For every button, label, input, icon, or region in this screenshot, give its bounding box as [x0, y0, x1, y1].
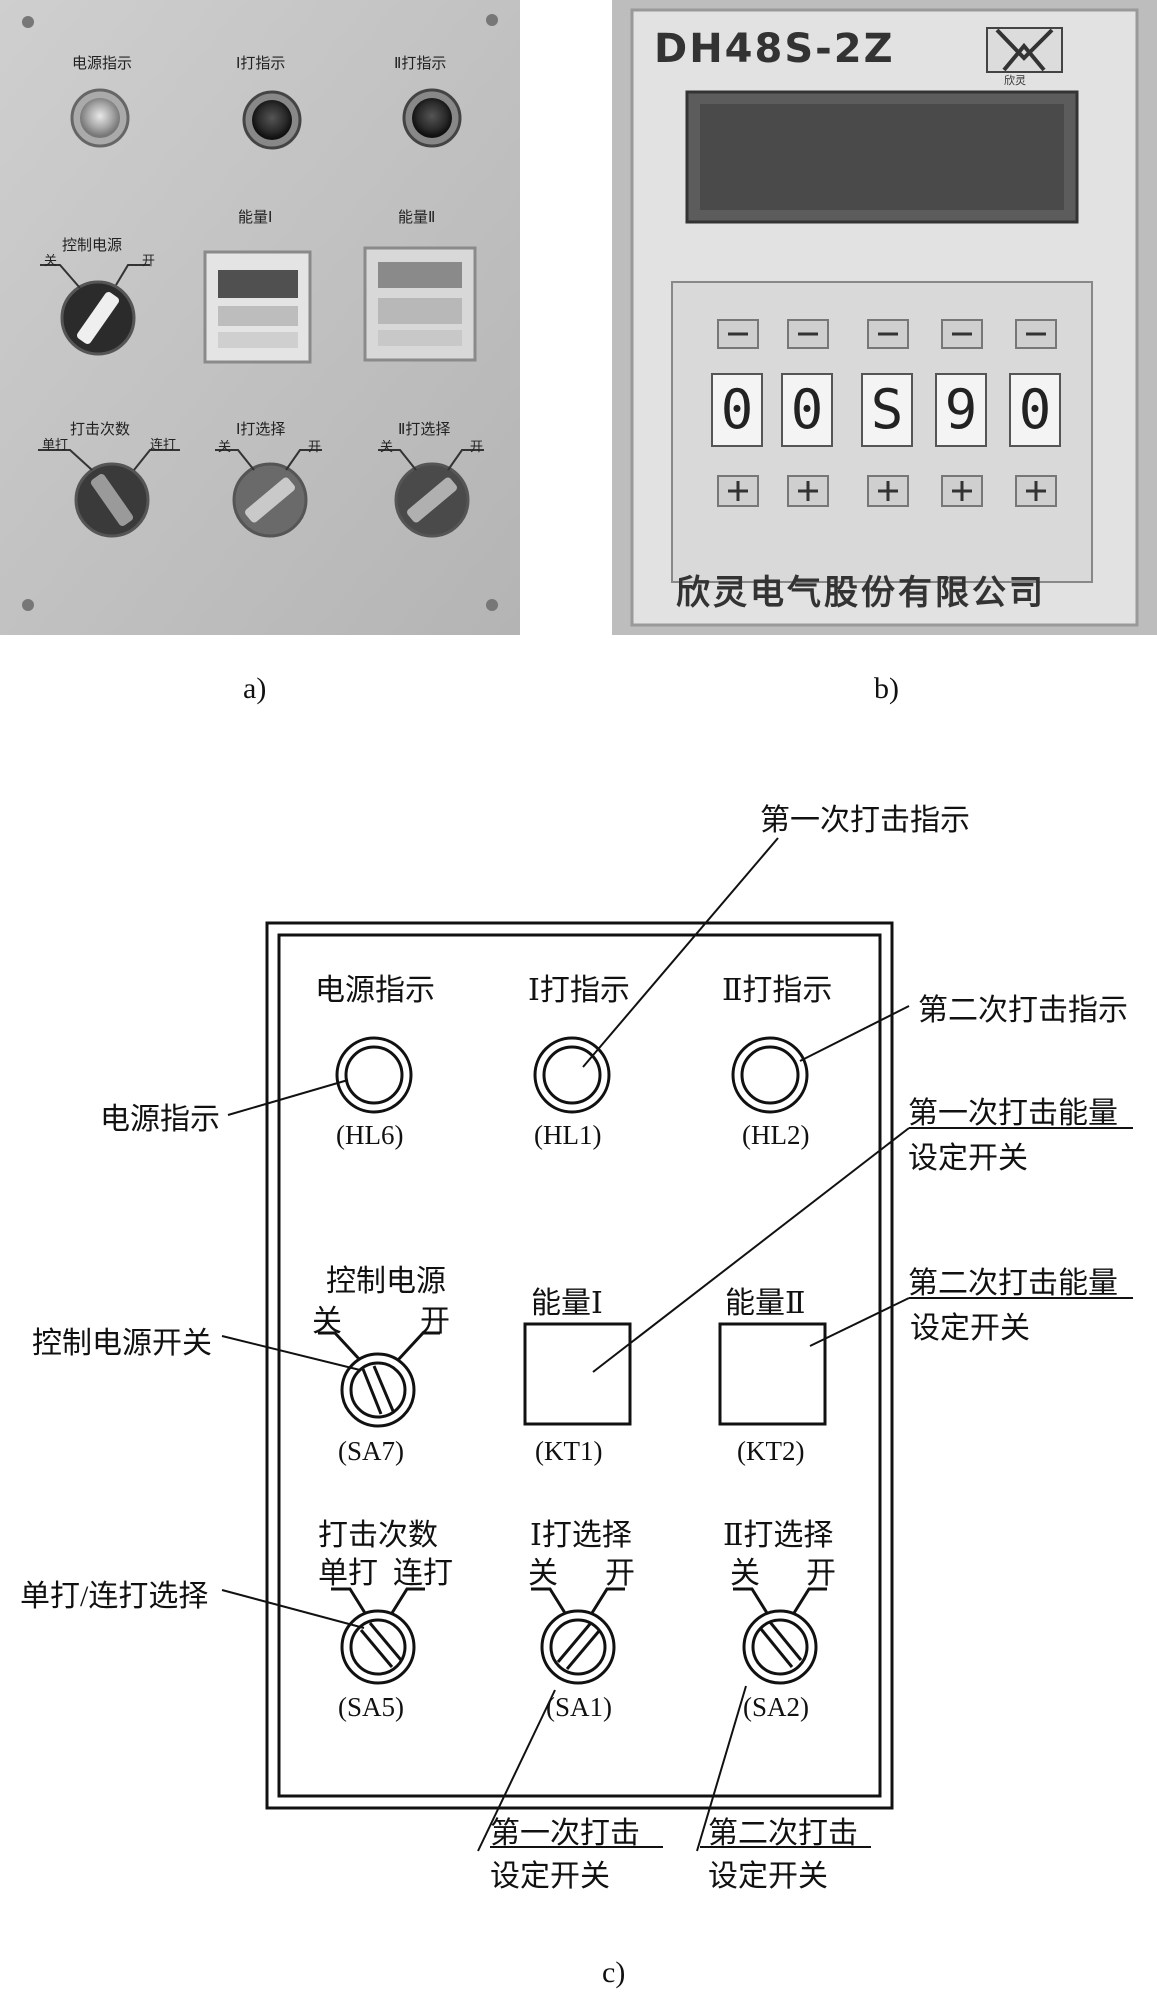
timer-digit: 9 — [944, 378, 978, 441]
timer-digit: 0 — [720, 378, 754, 441]
strike-count-title: 打击次数 — [318, 1519, 438, 1552]
screw-icon — [22, 599, 34, 611]
control-power-on: 开 — [420, 1305, 450, 1338]
select1-on: 开 — [605, 1557, 635, 1590]
energy1-title: 能量Ⅰ — [531, 1287, 603, 1320]
minus-button — [1015, 319, 1057, 349]
photo-a-select1-title: Ⅰ打选择 — [236, 420, 286, 438]
timer-company: 欣灵电气股份有限公司 — [676, 573, 1046, 613]
photo-a-strike-count-single: 单打 — [42, 438, 69, 453]
callout-control-power-switch: 控制电源开关 — [32, 1327, 212, 1360]
photo-a-label-energy2: 能量Ⅱ — [398, 208, 436, 226]
select2-title: Ⅱ打选择 — [723, 1519, 834, 1552]
caption-c: c) — [602, 1956, 626, 1989]
callout-first-energy-line1: 第一次打击能量 — [908, 1097, 1118, 1130]
leader-control-power — [221, 1335, 361, 1371]
switch-code-sa2: (SA2) — [743, 1692, 809, 1722]
panel-outer-frame — [265, 921, 894, 1810]
timer-digit: 0 — [790, 378, 824, 441]
screw-icon — [486, 14, 498, 26]
photo-a-strike-count-continuous: 连打 — [150, 438, 177, 453]
panel-photo-illustration — [0, 0, 520, 635]
select2-on: 开 — [806, 1557, 836, 1590]
timer-digit: S — [870, 378, 904, 441]
callout-second-strike-set-line2: 设定开关 — [708, 1860, 828, 1893]
leader-single-continuous — [221, 1589, 365, 1629]
photo-a-strike-count-title: 打击次数 — [70, 420, 131, 438]
caption-b: b) — [874, 672, 899, 705]
callout-second-energy-line1: 第二次打击能量 — [908, 1267, 1118, 1300]
screw-icon — [486, 599, 498, 611]
leader-first-strike-set — [477, 1689, 556, 1852]
energy-box-2 — [718, 1322, 827, 1426]
timer-brand: 欣灵 — [1004, 74, 1026, 87]
caption-a: a) — [243, 672, 267, 705]
callout-first-strike-indicator: 第一次打击指示 — [760, 804, 970, 837]
switch-code-sa1: (SA1) — [546, 1692, 612, 1722]
photo-a-select1-on: 开 — [308, 440, 322, 455]
lamp-code-hl6: (HL6) — [336, 1120, 404, 1150]
switch-code-sa5: (SA5) — [338, 1692, 404, 1722]
lamp-icon — [533, 1036, 611, 1114]
diagram-header-power: 电源指示 — [315, 974, 435, 1007]
callout-second-strike-set-line1: 第二次打击 — [708, 1817, 858, 1850]
panel-inner-frame — [277, 933, 882, 1798]
energy-box-1 — [523, 1322, 632, 1426]
screw-icon — [22, 16, 34, 28]
photo-a-control-power-off: 关 — [44, 254, 58, 269]
leader-power-indicator — [227, 1079, 349, 1116]
diagram-header-strike2: Ⅱ打指示 — [722, 974, 833, 1007]
strike-count-continuous: 连打 — [393, 1557, 453, 1590]
select2-off: 关 — [730, 1557, 760, 1590]
selector-switch-icon — [540, 1609, 616, 1685]
photo-a-label-strike2: Ⅱ打指示 — [394, 54, 447, 72]
photo-a-select2-title: Ⅱ打选择 — [398, 420, 451, 438]
timer-digit: 0 — [1018, 378, 1052, 441]
callout-single-continuous: 单打/连打选择 — [20, 1580, 209, 1613]
callout-first-strike-set-line1: 第一次打击 — [490, 1817, 640, 1850]
select1-off: 关 — [528, 1557, 558, 1590]
callout-second-energy-line2: 设定开关 — [910, 1312, 1030, 1345]
photo-a-label-power: 电源指示 — [72, 54, 133, 72]
leader-second-strike-indicator — [799, 1005, 910, 1062]
lamp-code-hl2: (HL2) — [742, 1120, 810, 1150]
selector-switch-icon — [340, 1609, 416, 1685]
energy2-code: (KT2) — [737, 1436, 805, 1466]
photo-a-control-power-on: 开 — [142, 254, 156, 269]
timer-photo-illustration — [612, 0, 1157, 635]
energy1-code: (KT1) — [535, 1436, 603, 1466]
switch-code-sa7: (SA7) — [338, 1436, 404, 1466]
diagram-header-strike1: Ⅰ打指示 — [528, 974, 630, 1007]
photo-a-label-energy1: 能量Ⅰ — [238, 208, 273, 226]
photo-a-control-power-title: 控制电源 — [62, 236, 123, 254]
lamp-icon — [731, 1036, 809, 1114]
callout-first-strike-set-line2: 设定开关 — [490, 1860, 610, 1893]
photo-a-select2-off: 关 — [380, 440, 394, 455]
photo-a-label-strike1: Ⅰ打指示 — [236, 54, 286, 72]
leader-second-strike-set — [696, 1685, 747, 1852]
control-power-off: 关 — [312, 1305, 342, 1338]
callout-first-energy-line2: 设定开关 — [908, 1142, 1028, 1175]
timer-model: DH48S-2Z — [654, 26, 895, 72]
leader-second-energy — [809, 1297, 910, 1347]
leader-first-strike-indicator — [582, 837, 779, 1068]
photo-a-select2-on: 开 — [470, 440, 484, 455]
photo-a-select1-off: 关 — [218, 440, 232, 455]
selector-switch-icon — [742, 1609, 818, 1685]
lamp-code-hl1: (HL1) — [534, 1120, 602, 1150]
photo-b-timer: DH48S-2Z 欣灵 0 0 S 9 0 欣灵电气股份有限公司 — [612, 0, 1157, 635]
energy2-title: 能量Ⅱ — [725, 1287, 806, 1320]
selector-switch-icon — [340, 1352, 416, 1428]
callout-second-strike-indicator: 第二次打击指示 — [918, 994, 1128, 1027]
select1-title: Ⅰ打选择 — [530, 1519, 632, 1552]
callout-power-indicator: 电源指示 — [100, 1103, 220, 1136]
lamp-icon — [335, 1036, 413, 1114]
leader-first-energy — [592, 1127, 910, 1373]
strike-count-single: 单打 — [318, 1557, 378, 1590]
photo-a-panel: 电源指示 Ⅰ打指示 Ⅱ打指示 能量Ⅰ 能量Ⅱ 控制电源 关 开 打击次数 单打 … — [0, 0, 520, 635]
control-power-title: 控制电源 — [326, 1265, 446, 1298]
